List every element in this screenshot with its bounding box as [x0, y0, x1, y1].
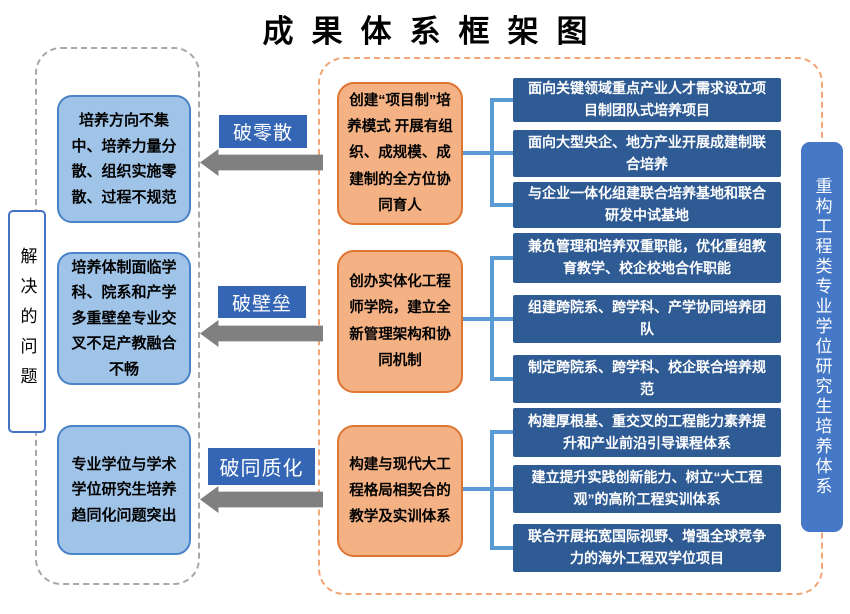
problems-label: 解决的问题	[8, 210, 46, 433]
connector-line	[490, 377, 513, 381]
arrow-label-1: 破零散	[219, 115, 307, 148]
connector-line	[490, 98, 494, 207]
arrow-label-2: 破壁垒	[218, 286, 306, 318]
measure-box-3-3: 联合开展拓宽国际视野、增强全球竞争力的海外工程双学位项目	[513, 524, 781, 572]
connector-line	[490, 98, 513, 102]
measure-box-3-1: 构建厚根基、重交叉的工程能力素养提升和产业前沿引导课程体系	[513, 408, 781, 457]
arrow-label-3: 破同质化	[208, 448, 315, 485]
connector-line	[463, 317, 513, 321]
rebuild-system-label: 重构工程类专业学位研究生培养体系	[801, 142, 843, 532]
approach-box-1: 创建“项目制”培养模式 开展有组织、成规模、成建制的全方位协同育人	[337, 82, 463, 225]
measure-box-1-1: 面向关键领域重点产业人才需求设立项目制团队式培养项目	[513, 78, 781, 122]
measure-box-2-3: 制定跨院系、跨学科、校企联合培养规范	[513, 355, 781, 403]
connector-line	[490, 430, 513, 434]
measure-box-1-3: 与企业一体化组建联合培养基地和联合研发中试基地	[513, 182, 781, 228]
connector-line	[490, 256, 513, 260]
problem-box-3: 专业学位与学术学位研究生培养趋同化问题突出	[57, 425, 191, 555]
connector-line	[490, 256, 494, 381]
problem-box-1: 培养方向不集中、培养力量分散、组织实施零散、过程不规范	[57, 95, 191, 223]
measure-box-3-2: 建立提升实践创新能力、树立“大工程观”的高阶工程实训体系	[513, 465, 781, 513]
measure-box-2-2: 组建跨院系、跨学科、产学协同培养团队	[513, 295, 781, 343]
measure-box-2-1: 兼负管理和培养双重职能，优化重组教育教学、校企校地合作职能	[513, 233, 781, 283]
approach-box-2: 创办实体化工程师学院，建立全新管理架构和协同机制	[337, 250, 463, 393]
left-arrow-3	[200, 486, 323, 513]
connector-line	[463, 487, 513, 491]
problem-box-2: 培养体制面临学科、院系和产学多重壁垒专业交叉不足产教融合不畅	[57, 252, 191, 385]
page-title: 成果体系框架图	[262, 14, 606, 49]
connector-line	[490, 203, 513, 207]
measure-box-1-2: 面向大型央企、地方产业开展成建制联合培养	[513, 130, 781, 177]
connector-line	[490, 546, 513, 550]
approach-box-3: 构建与现代大工程格局相契合的教学及实训体系	[337, 425, 463, 557]
connector-line	[490, 430, 494, 550]
left-arrow-2	[200, 320, 323, 347]
left-arrow-1	[200, 149, 323, 176]
connector-line	[463, 151, 513, 155]
